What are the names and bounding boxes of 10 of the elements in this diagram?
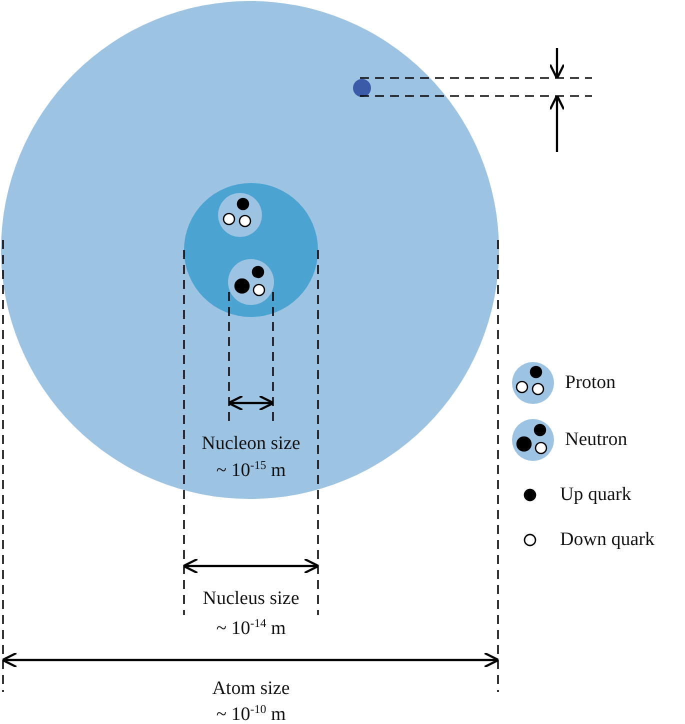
dimension-text: ~ 10$^{-14}$ m [216,614,286,640]
legend-label: Down quark [560,529,654,551]
dimension-text: Nucleon size [202,433,300,455]
dimension-text: ~ 10$^{-15}$ m [216,456,286,482]
dimension-text: Atom size [212,678,290,700]
dimension-text: ~ 10$^{-10}$ m [216,700,286,724]
dimension-text: Nucleus size [202,588,300,610]
legend-label: Up quark [560,484,632,506]
legend-label: Neutron [565,429,628,451]
legend-label: Proton [565,372,616,394]
